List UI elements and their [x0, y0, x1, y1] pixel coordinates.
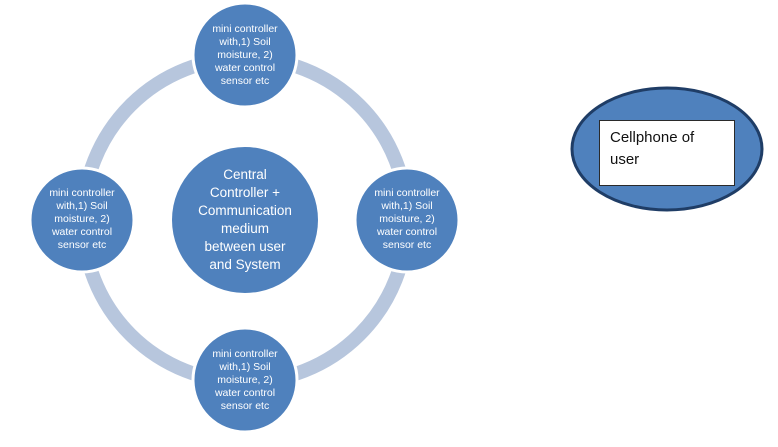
- top-controller-circle: [191, 1, 299, 109]
- central-controller-circle: [172, 147, 318, 293]
- bottom-controller-label: mini controller with,1) Soil moisture, 2…: [212, 347, 278, 412]
- left-controller-label: mini controller with,1) Soil moisture, 2…: [49, 186, 115, 251]
- right-controller-label: mini controller with,1) Soil moisture, 2…: [374, 186, 440, 251]
- cellphone-label: Cellphone of user: [599, 120, 735, 186]
- bottom-controller-circle: [191, 326, 299, 434]
- left-controller-circle: [28, 166, 136, 274]
- top-controller-label: mini controller with,1) Soil moisture, 2…: [212, 22, 278, 87]
- central-controller-label: Central Controller + Communication mediu…: [198, 167, 292, 272]
- right-controller-circle: [353, 166, 461, 274]
